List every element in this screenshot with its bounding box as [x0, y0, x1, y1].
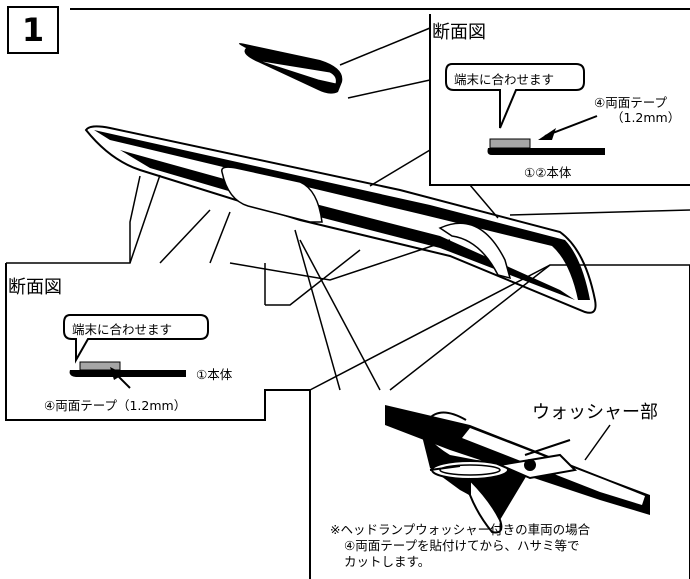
section-left-tape-label: ④両面テープ（1.2mm）: [44, 398, 187, 413]
section-top-body: [487, 148, 605, 155]
washer-note-line-3: カットします。: [344, 554, 431, 569]
washer-cut-illustration: [385, 405, 650, 534]
step-number-box: 1: [7, 6, 59, 54]
section-left-bubble-text: 端末に合わせます: [72, 322, 173, 337]
section-left-frame: [5, 263, 310, 421]
section-top-tape-size: （1.2mm）: [611, 110, 681, 125]
section-top-bubble-text: 端末に合わせます: [454, 72, 555, 87]
section-left-body: [69, 370, 186, 377]
section-top-tape: [489, 138, 531, 149]
section-left-title: 断面図: [8, 277, 62, 298]
washer-note-line-1: ※ヘッドランプウォッシャー付きの車両の場合: [330, 522, 591, 537]
section-top-body-label: ①②本体: [524, 165, 572, 180]
floating-part-illustration: [238, 43, 343, 94]
section-top-frame: [429, 14, 690, 186]
garnish-strip-illustration: [84, 125, 597, 314]
section-left-bubble: [63, 314, 209, 364]
washer-note-line-2: ④両面テープを貼付けてから、ハサミ等で: [344, 538, 580, 553]
section-left-tape: [79, 361, 121, 371]
section-top-tape-label: ④両面テープ: [594, 95, 667, 110]
washer-title: ウォッシャー部: [532, 402, 658, 423]
washer-panel-frame: [309, 265, 690, 579]
section-left-body-label: ①本体: [196, 367, 233, 382]
section-top-title: 断面図: [432, 22, 486, 43]
section-top-bubble: [445, 63, 585, 129]
